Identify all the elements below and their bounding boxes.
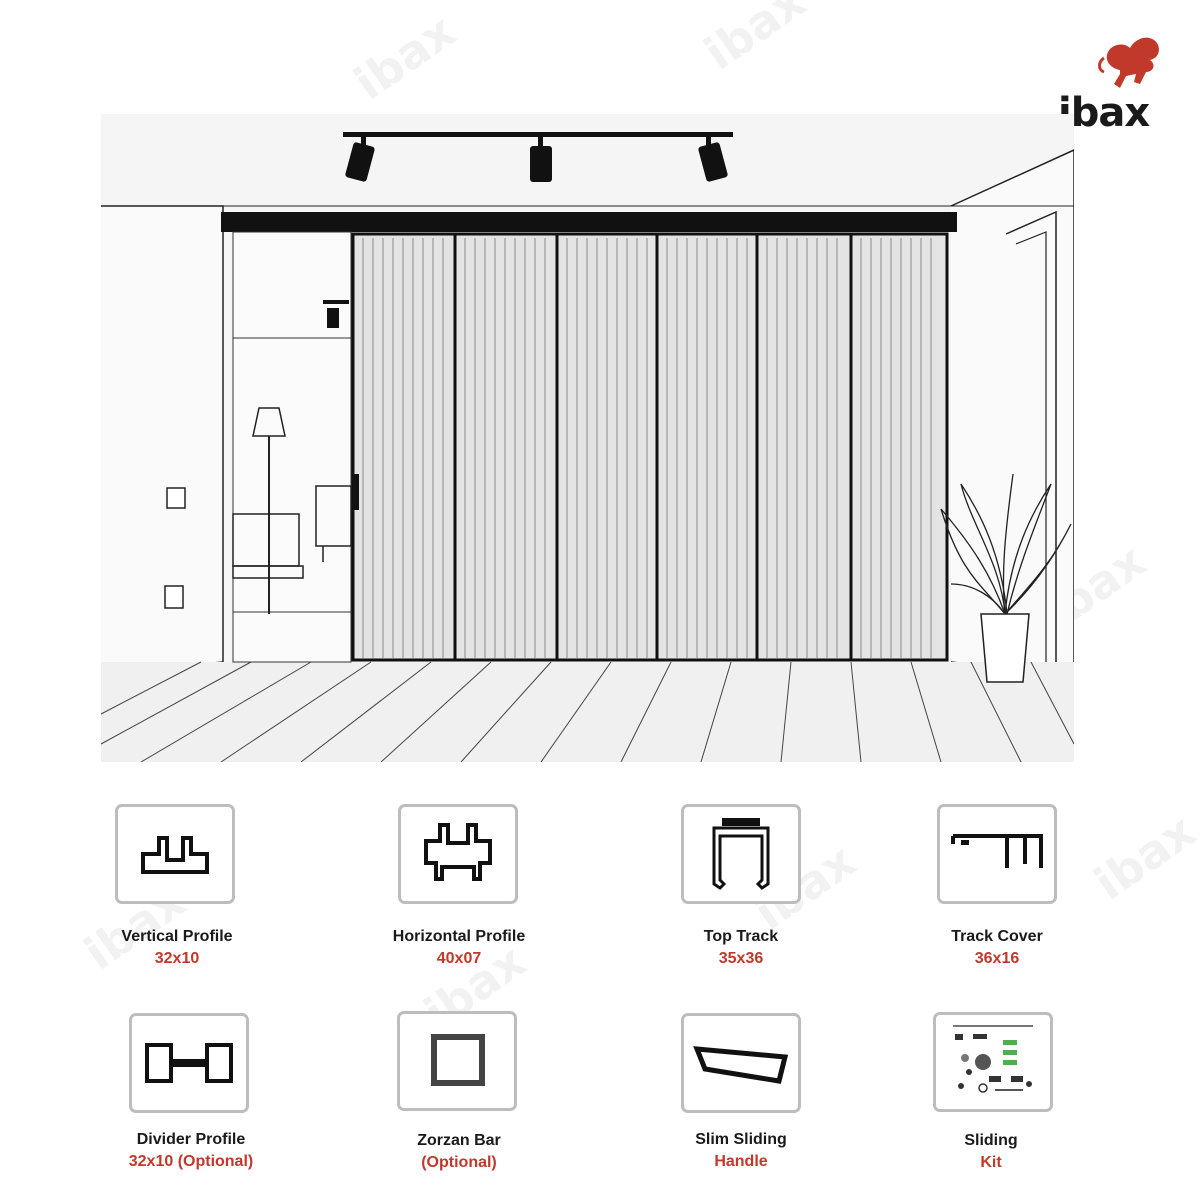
watermark-text: ibax: [344, 3, 466, 111]
ram-logo-icon: [1098, 37, 1159, 88]
zorzan-bar-icon: [431, 1034, 485, 1086]
component-name: Horizontal Profile: [392, 928, 526, 945]
component-name: Sliding: [964, 1132, 1018, 1149]
component-name: Vertical Profile: [121, 928, 233, 945]
horizontal-profile-icon: [424, 823, 492, 881]
component-label: Slim Sliding Handle: [621, 1129, 861, 1173]
component-spec: 40x07: [436, 950, 482, 967]
component-tile: [397, 1011, 517, 1111]
component-label: Sliding Kit: [871, 1130, 1111, 1174]
top-track-icon: [712, 818, 770, 890]
sliding-handle-icon: [693, 1046, 789, 1084]
component-name: Track Cover: [951, 928, 1043, 945]
component-name: Slim Sliding: [695, 1131, 787, 1148]
brand-logo: ibax: [1050, 28, 1170, 136]
watermark-text: ibax: [694, 0, 816, 81]
component-spec: Kit: [980, 1154, 1002, 1171]
component-spec: Handle: [714, 1153, 768, 1170]
sliding-kit-icon: [953, 1025, 1033, 1093]
component-label: Horizontal Profile 40x07: [339, 926, 579, 970]
component-spec: 35x36: [718, 950, 764, 967]
component-tile: [933, 1012, 1053, 1112]
component-name: Zorzan Bar: [417, 1132, 501, 1149]
component-name: Top Track: [703, 928, 779, 945]
component-tile: [681, 1013, 801, 1113]
component-label: Vertical Profile 32x10: [57, 926, 297, 970]
component-spec: (Optional): [421, 1154, 497, 1171]
component-spec: 36x16: [974, 950, 1020, 967]
vertical-profile-icon: [141, 836, 209, 874]
component-spec: 32x10 (Optional): [128, 1153, 254, 1170]
track-cover-icon: [951, 834, 1043, 868]
room-scene: [100, 114, 1075, 763]
component-label: Top Track 35x36: [621, 926, 861, 970]
watermark-text: ibax: [1084, 803, 1200, 911]
component-label: Divider Profile 32x10 (Optional): [71, 1129, 311, 1173]
component-label: Zorzan Bar (Optional): [339, 1130, 579, 1174]
component-tile: [937, 804, 1057, 904]
sliding-door-illustration: [100, 114, 1075, 763]
component-spec: 32x10: [154, 950, 200, 967]
component-tile: [681, 804, 801, 904]
component-name: Divider Profile: [136, 1131, 246, 1148]
component-tile: [115, 804, 235, 904]
component-tile: [129, 1013, 249, 1113]
divider-profile-icon: [145, 1043, 233, 1083]
component-label: Track Cover 36x16: [877, 926, 1117, 970]
component-tile: [398, 804, 518, 904]
